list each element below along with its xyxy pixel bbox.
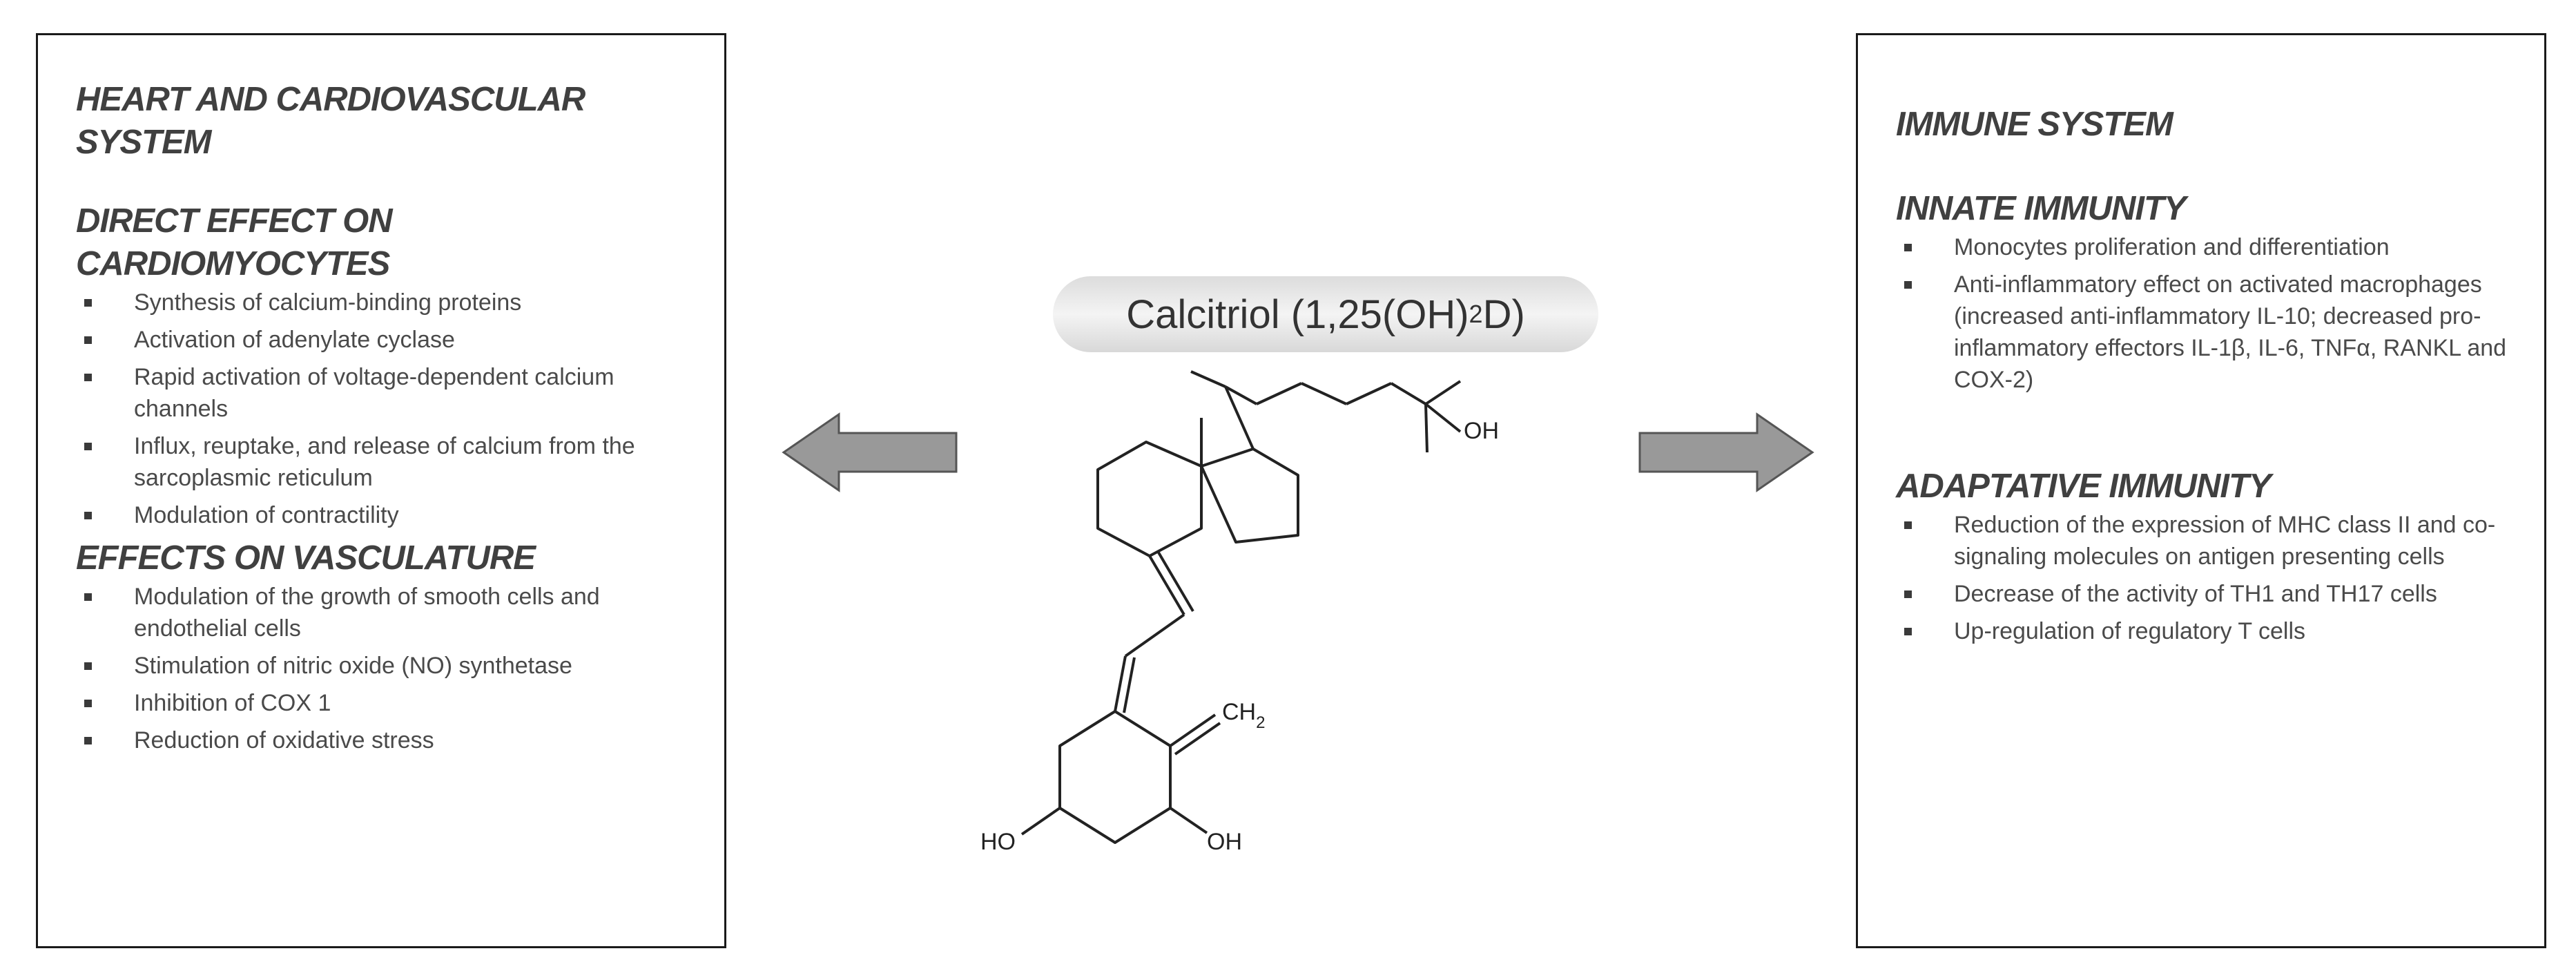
list-item: Inhibition of COX 1 (76, 687, 704, 719)
cardiomyocytes-list: Synthesis of calcium-binding proteins Ac… (76, 287, 704, 531)
ch2-text: CH (1222, 699, 1256, 725)
oh-top-label: OH (1464, 418, 1499, 444)
vasculature-list: Modulation of the growth of smooth cells… (76, 581, 704, 756)
immune-title: IMMUNE SYSTEM (1896, 106, 2173, 143)
left-arrow-icon (782, 412, 958, 492)
ho-left-label: HO (980, 829, 1016, 855)
cardiovascular-panel: HEART AND CARDIOVASCULAR SYSTEM DIRECT E… (36, 33, 726, 948)
immune-panel: IMMUNE SYSTEM INNATE IMMUNITY Monocytes … (1856, 33, 2546, 948)
calcitriol-structure: OH CH2 HO OH (980, 370, 1499, 855)
list-item: Modulation of the growth of smooth cells… (76, 581, 704, 644)
list-item: Reduction of the expression of MHC class… (1896, 509, 2524, 573)
list-item: Influx, reuptake, and release of calcium… (76, 430, 704, 494)
vasculature-heading: EFFECTS ON VASCULATURE (76, 539, 536, 577)
cardiovascular-title: HEART AND CARDIOVASCULAR SYSTEM (76, 81, 585, 161)
compound-name: Calcitriol (1,25(OH) (1126, 291, 1469, 337)
list-item: Monocytes proliferation and differentiat… (1896, 231, 2524, 263)
list-item: Up-regulation of regulatory T cells (1896, 615, 2524, 647)
list-item: Reduction of oxidative stress (76, 724, 704, 756)
list-item: Synthesis of calcium-binding proteins (76, 287, 704, 318)
oh-bottom-label: OH (1207, 829, 1242, 855)
list-item: Decrease of the activity of TH1 and TH17… (1896, 578, 2524, 610)
list-item: Rapid activation of voltage-dependent ca… (76, 361, 704, 425)
ch2-subscript: 2 (1256, 713, 1265, 732)
cardiomyocytes-heading: DIRECT EFFECT ON CARDIOMYOCYTES (76, 202, 393, 282)
adaptative-heading: ADAPTATIVE IMMUNITY (1896, 468, 2272, 505)
innate-list: Monocytes proliferation and differentiat… (1896, 231, 2524, 396)
adaptative-list: Reduction of the expression of MHC class… (1896, 509, 2524, 647)
compound-suffix: D) (1482, 291, 1525, 337)
list-item: Stimulation of nitric oxide (NO) synthet… (76, 650, 704, 682)
list-item: Modulation of contractility (76, 499, 704, 531)
list-item: Activation of adenylate cyclase (76, 324, 704, 356)
skeletal-bonds (1020, 370, 1462, 844)
innate-heading: INNATE IMMUNITY (1896, 190, 2187, 227)
ch2-label: CH2 (1222, 699, 1265, 732)
list-item: Anti-inflammatory effect on activated ma… (1896, 269, 2524, 396)
compound-subscript: 2 (1469, 300, 1483, 328)
right-arrow-icon (1638, 412, 1814, 492)
